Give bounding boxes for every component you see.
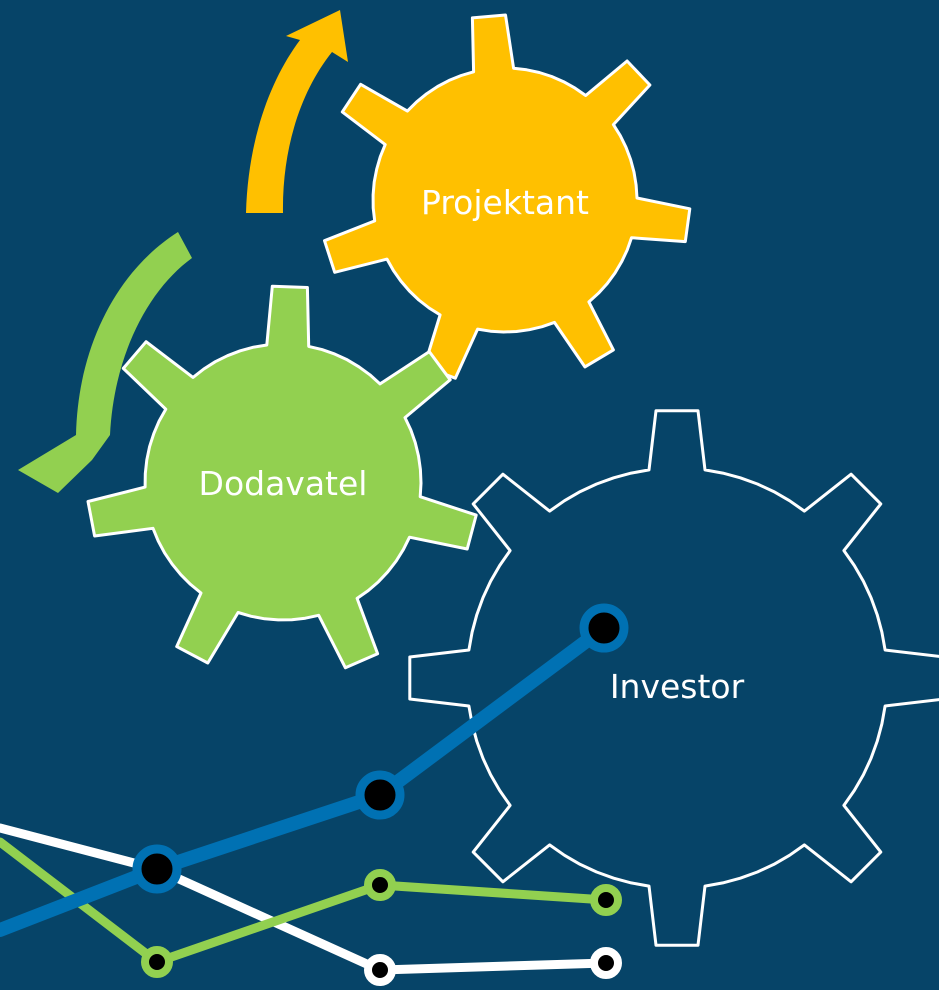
blue-line-marker: [579, 603, 629, 653]
projektant-gear-shape: [323, 13, 692, 380]
blue-line-marker: [132, 844, 182, 894]
white-line-marker: [364, 954, 396, 986]
dodavatel-gear: Dodavatel: [86, 284, 478, 670]
projektant-label: Projektant: [421, 183, 589, 222]
white-line-marker: [590, 947, 622, 979]
upper-rotation-arrow: [232, 10, 348, 213]
dodavatel-label: Dodavatel: [199, 464, 368, 503]
line-series-decoration: [0, 603, 629, 986]
investor-label: Investor: [610, 667, 745, 706]
dodavatel-gear-shape: [86, 284, 478, 670]
blue-line: [0, 621, 611, 937]
investor-gear-shape: [408, 409, 939, 947]
blue-line-marker: [355, 770, 405, 820]
investor-gear: Investor: [408, 409, 939, 947]
projektant-gear: Projektant: [323, 13, 692, 380]
green-line-marker: [141, 946, 173, 978]
green-line-marker: [590, 884, 622, 916]
green-line-marker: [364, 869, 396, 901]
lower-rotation-arrow: [18, 232, 192, 493]
